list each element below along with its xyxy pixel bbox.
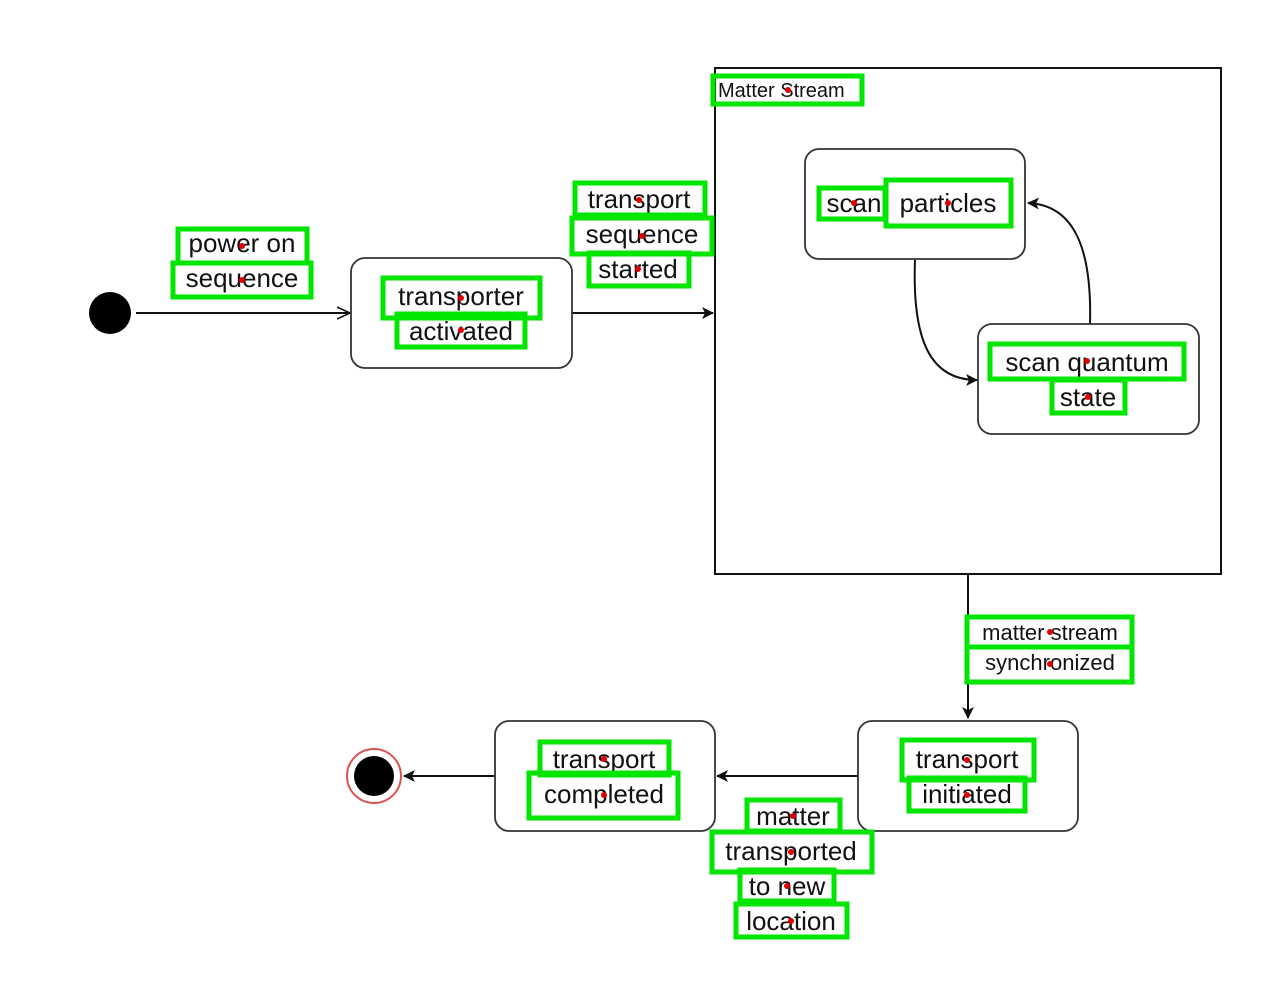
initial-node [89,292,131,334]
highlight-box [586,250,692,289]
highlight-box [737,867,837,904]
marker-dot [639,233,645,239]
state-scan-particles [804,148,1026,260]
composite-title: Matter Stream [718,80,845,102]
highlight-box [572,180,708,218]
marker-dot [788,918,794,924]
marker-overlay [239,87,1091,924]
marker-dot [964,792,970,798]
marker-dot [458,295,464,301]
highlight-box [883,177,1014,229]
marker-dot [601,756,607,762]
edge-particles-to-quantum [913,259,978,386]
highlight-box [710,73,865,107]
highlight-overlay [170,73,1187,940]
highlight-box [526,770,681,821]
marker-dot [788,849,794,855]
highlight-box [1049,377,1128,416]
highlight-box [906,775,1028,814]
marker-dot [635,266,641,272]
marker-dot [964,757,970,763]
edge-quantum-to-particles [1027,197,1092,325]
marker-dot [1085,394,1091,400]
highlight-box [170,260,314,300]
marker-dot [458,327,464,333]
highlight-box [733,901,850,940]
marker-dot [239,243,245,249]
highlight-box [380,275,543,321]
marker-dot [851,200,857,206]
marker-dot [1084,358,1090,364]
marker-dot [636,197,642,203]
highlight-box [394,311,528,350]
marker-dot [790,813,796,819]
marker-dot [601,792,607,798]
final-node-core [354,756,394,796]
composite-matter-stream [714,67,1222,575]
marker-dot [1047,629,1053,635]
marker-dot [784,883,790,889]
marker-dot [239,277,245,283]
marker-dot [945,200,951,206]
highlight-box [964,644,1135,685]
marker-dot [1047,661,1053,667]
marker-dot [785,87,791,93]
